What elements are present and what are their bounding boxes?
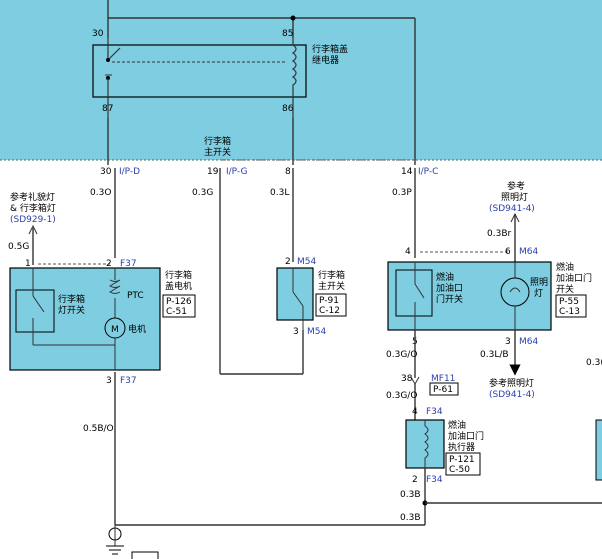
fuel-inner-1: 燃油 [436,271,454,283]
edge-component [595,419,602,481]
relay-label-2: 继电器 [312,54,339,66]
motor-switch-label-2: 灯开关 [58,304,85,316]
fuel-title-1: 燃油 [556,261,574,273]
actuator-coil [424,420,429,468]
fuel-code-1: P-55 [559,297,579,307]
motor-conn-bot: F37 [120,376,137,386]
fuel-conn-bot: M64 [519,337,538,347]
motor-title-1: 行李箱 [165,269,192,281]
motor-code-2: C-51 [166,307,187,317]
fuel-switch-contact [414,283,425,299]
act-code-2: C-50 [449,465,470,475]
wire-03LB: 0.3L/B [480,350,509,360]
relay-pin-85: 85 [282,29,293,39]
motor-switch-label-1: 行李箱 [58,293,85,305]
wire-03GO-1: 0.3G/O [386,350,417,360]
fuel-inner-3: 门开关 [436,293,463,305]
relay-contact [107,47,121,61]
motor-pin-3: 3 [106,376,112,386]
conn-ipg: I/P-G [226,167,247,177]
relay-label-1: 行李箱盖 [312,43,348,55]
wire-03L: 0.3L [270,188,289,198]
act-pin-4: 4 [412,407,418,417]
wire-03G: 0.3G [192,188,213,198]
wire-03Br: 0.3Br [487,229,511,239]
left-ref-1: 参考礼貌灯 [10,191,55,203]
pin-30: 30 [100,167,112,177]
motor-m: M [111,325,119,335]
right-ref-top-1: 参考 [507,180,525,192]
relay-box [92,44,307,98]
wire-edge: 0.3( [586,358,602,368]
wire-03GO-2: 0.3G/O [386,391,417,401]
right-ref-top-code: (SD941-4) [489,204,535,214]
act-title-1: 燃油 [448,419,466,431]
relay-pin-86: 86 [282,104,294,114]
act-title-2: 加油口门 [448,430,484,442]
mf11-conn: MF11 [431,374,455,384]
lamp-switch-contact [32,295,45,313]
left-ref-code: (SD929-1) [10,215,56,225]
fuel-inner-2: 加油口 [436,282,463,294]
fuel-pin-6: 6 [505,247,511,257]
motor-title-2: 盖电机 [165,280,192,292]
act-pin-2: 2 [412,475,418,485]
top-panel [0,0,602,160]
mf11-code: P-61 [433,385,453,395]
m54-title-1: 行李箱 [318,269,345,281]
pin-19: 19 [207,167,219,177]
m54-title-2: 主开关 [318,280,345,292]
main-switch-label-2: 主开关 [204,146,231,158]
fuel-title-3: 开关 [556,283,574,295]
motor-pin-1: 1 [25,259,31,269]
act-conn-top: F34 [426,407,443,417]
left-ref-2: & 行李箱灯 [10,202,56,214]
act-code-1: P-121 [449,455,475,465]
motor-pin-2: 2 [106,259,112,269]
relay-coil [291,38,297,118]
ptc-element [109,279,121,294]
pin-8: 8 [285,167,291,177]
m54-conn-bot: M54 [307,327,326,337]
m54-code-1: P-91 [319,296,339,306]
m54-pin-2: 2 [285,257,291,267]
ptc-label: PTC [127,291,144,301]
fuel-lamp-2: 灯 [534,288,543,299]
motor-conn-top: F37 [120,259,137,269]
right-ref-bottom-1: 参考照明灯 [489,377,534,389]
m54-pin-3: 3 [293,327,299,337]
relay-pin-30: 30 [92,29,104,39]
fuel-pin-3: 3 [505,337,511,347]
fuel-conn-top: M64 [519,247,538,257]
wire-05G: 0.5G [8,242,29,252]
right-ref-bottom-code: (SD941-4) [489,390,535,400]
motor-code-1: P-126 [166,297,192,307]
fuel-pin-4: 4 [405,247,411,257]
fuel-code-2: C-13 [559,307,580,317]
wire-03B-1: 0.3B [400,490,421,500]
fuel-switch-box [387,261,552,331]
m54-code-2: C-12 [319,306,340,316]
wire-03B-2: 0.3B [400,513,421,523]
junction-dot [290,15,296,21]
pin-14: 14 [401,167,413,177]
act-title-3: 执行器 [448,441,475,453]
wire-03O: 0.3O [90,188,111,198]
motor-text: 电机 [128,323,146,335]
wire-05BO: 0.5B/O [83,424,114,434]
m54-conn: M54 [297,257,316,267]
fuel-lamp-1: 照明 [530,277,548,288]
main-switch-label-1: 行李箱 [204,135,231,147]
act-conn-bot: F34 [426,475,443,485]
right-ref-top-2: 照明灯 [501,192,528,203]
fuel-title-2: 加油口门 [556,272,592,284]
mf11-pin: 38 [401,374,413,384]
m54-contact [292,291,304,307]
conn-ipc: I/P-C [418,167,438,177]
motor-box [9,267,161,371]
conn-ipd: I/P-D [119,167,140,177]
wire-03P: 0.3P [392,188,412,198]
